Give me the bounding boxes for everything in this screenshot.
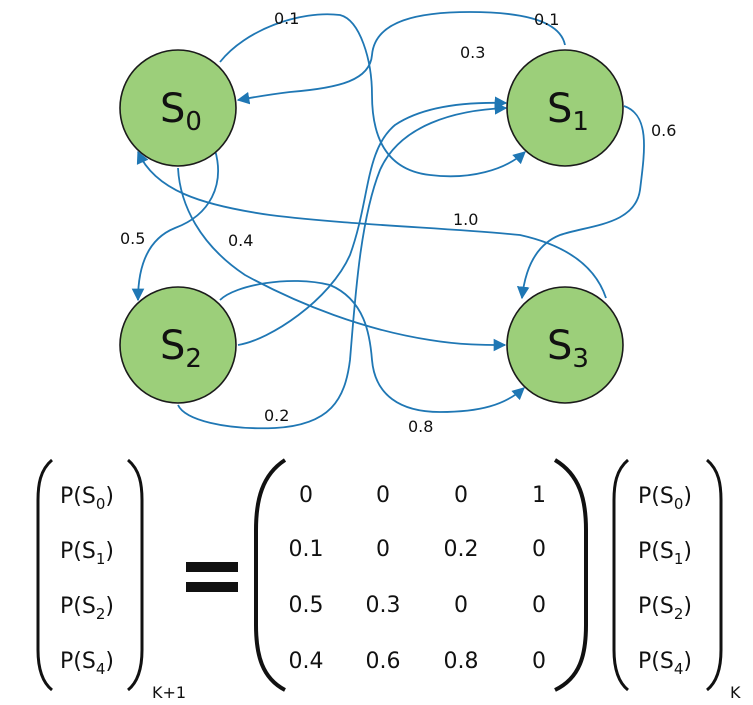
- lhs-index: K+1: [152, 683, 186, 702]
- rhs-right-bracket: [705, 458, 723, 692]
- matrix-cell: 0.3: [366, 593, 401, 618]
- transition-matrix: 0 0 0 1 0.1 0 0.2 0 0.5 0.3 0 0 0.4 0.6 …: [289, 483, 547, 674]
- equals-sign: [186, 562, 238, 592]
- rhs-index: K: [730, 683, 741, 702]
- matrix-right-bracket: [553, 458, 588, 692]
- matrix-cell: 0: [532, 593, 546, 618]
- edge-label-s2-s3: 0.8: [408, 417, 433, 436]
- edge-label-s1-s0: 0.1: [534, 10, 559, 29]
- lhs-left-bracket: [36, 458, 54, 692]
- node-s3: S3: [506, 286, 624, 404]
- edge-label-s1-s2: 0.2: [264, 406, 289, 425]
- matrix-cell: 0: [532, 649, 546, 674]
- rhs-left-bracket: [612, 458, 630, 692]
- matrix-cell: 0: [376, 483, 390, 508]
- rhs-entry-2: P(S2): [638, 594, 692, 623]
- edge-label-s0-s2: 0.5: [120, 229, 145, 248]
- edge-labels: 0.1 0.1 0.3 0.6 0.5 0.4 1.0 0.2 0.8: [120, 9, 676, 436]
- edge-s2-s1: [237, 96, 508, 346]
- edge-s1-s0: [236, 11, 566, 105]
- edge-label-s3-s0: 1.0: [453, 210, 478, 229]
- edge-s1-s3: [516, 105, 645, 300]
- matrix-cell: 0: [532, 537, 546, 562]
- edges: [131, 11, 645, 430]
- svg-text:S3: S3: [547, 323, 589, 374]
- edge-s0-s1: [219, 13, 526, 178]
- edge-label-s2-s1: 0.3: [460, 43, 485, 62]
- matrix-cell: 0.6: [366, 649, 401, 674]
- svg-text:S2: S2: [160, 323, 202, 374]
- edge-label-s0-s3: 0.4: [228, 231, 253, 250]
- lhs-entry-1: P(S1): [60, 539, 114, 568]
- matrix-cell: 0.4: [289, 649, 324, 674]
- edge-s1-s2: [177, 102, 508, 430]
- edge-s0-s3: [177, 167, 507, 352]
- edge-s0-s2: [131, 149, 219, 302]
- matrix-cell: 0.8: [444, 649, 479, 674]
- edge-s3-s0: [136, 150, 607, 299]
- matrix-cell: 0.1: [289, 537, 324, 562]
- rhs-entry-0: P(S0): [638, 484, 692, 513]
- matrix-cell: 0.2: [444, 537, 479, 562]
- matrix-cell: 0: [454, 483, 468, 508]
- matrix-cell: 0: [376, 537, 390, 562]
- rhs-entry-3: P(S4): [638, 649, 692, 678]
- rhs-vector: P(S0) P(S1) P(S2) P(S4): [638, 484, 692, 678]
- lhs-entry-3: P(S4): [60, 649, 114, 678]
- svg-text:S0: S0: [160, 86, 202, 137]
- matrix-cell: 1: [532, 483, 546, 508]
- rhs-entry-1: P(S1): [638, 539, 692, 568]
- node-s1: S1: [506, 49, 624, 167]
- node-s0: S0: [119, 49, 237, 167]
- node-s2: S2: [119, 286, 237, 404]
- lhs-vector: P(S0) P(S1) P(S2) P(S4): [60, 484, 114, 678]
- lhs-entry-0: P(S0): [60, 484, 114, 513]
- matrix-cell: 0: [299, 483, 313, 508]
- edge-label-s1-s3: 0.6: [651, 121, 676, 140]
- svg-text:S1: S1: [547, 86, 589, 137]
- lhs-entry-2: P(S2): [60, 594, 114, 623]
- matrix-left-bracket: [254, 458, 287, 692]
- edge-s2-s3: [219, 280, 525, 413]
- edge-label-s0-s1: 0.1: [274, 9, 299, 28]
- matrix-cell: 0: [454, 593, 468, 618]
- lhs-right-bracket: [126, 458, 144, 692]
- matrix-cell: 0.5: [289, 593, 324, 618]
